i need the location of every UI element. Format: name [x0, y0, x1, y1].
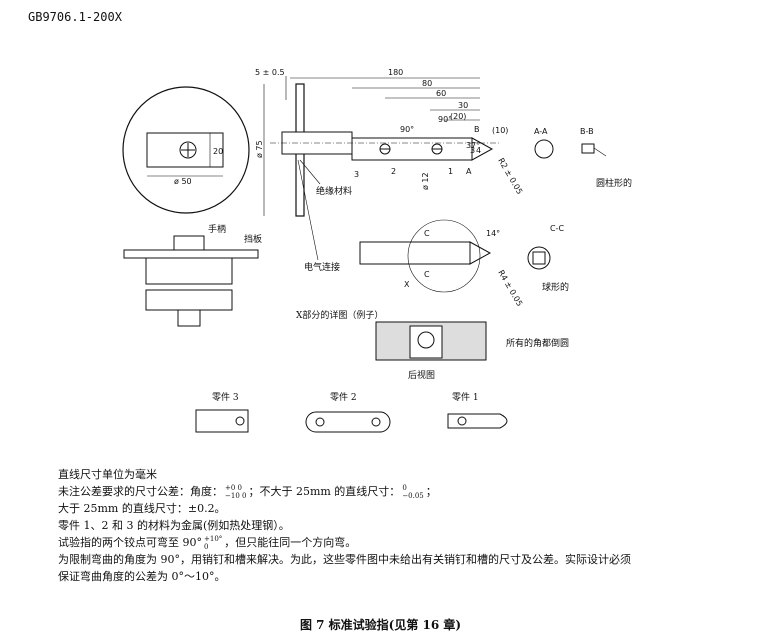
- radius-2: R2 ± 0.05: [496, 157, 524, 196]
- part-num-1: 1: [448, 167, 453, 176]
- label-cylindrical: 圆柱形的: [596, 177, 632, 189]
- label-all-edges: 所有的角都倒圆: [506, 337, 569, 349]
- dim-180: 180: [388, 68, 403, 77]
- label-insulating: 绝缘材料: [316, 185, 352, 197]
- dim-80: 80: [422, 79, 432, 88]
- label-part1: 零件 1: [452, 391, 479, 403]
- label-guard: 挡板: [244, 233, 262, 245]
- dim-phi12: ø 12: [421, 172, 430, 190]
- label-spherical: 球形的: [542, 281, 569, 293]
- label-electrical: 电气连接: [304, 261, 340, 273]
- technical-drawing: ø 50 20 5 ± 0.5 180 80 60 30 (20) (10) 9…: [122, 68, 632, 433]
- tip-detail: C C X 14° 37° R4 ± 0.05 电气连接: [297, 141, 524, 308]
- note-material: 零件 1、2 和 3 的材料为金属(例如热处理钢）。: [58, 519, 290, 532]
- part-num-3: 3: [354, 170, 359, 179]
- dim-60: 60: [436, 89, 446, 98]
- sections: A-A B-B 圆柱形的 C-C 球形的: [527, 127, 632, 293]
- label-detail-x: X部分的详图（例子）: [296, 309, 383, 321]
- notes: 直线尺寸单位为毫米 未注公差要求的尺寸公差：角度：+0 0−10 0；不大于 2…: [58, 466, 718, 585]
- label-handle: 手柄: [208, 223, 226, 235]
- dim-phi50: ø 50: [174, 177, 192, 186]
- section-aa: A-A: [534, 127, 548, 136]
- dim-4: 4: [476, 146, 481, 155]
- note-limit-bend-cont: 保证弯曲角度的公差为 0°～10°。: [58, 570, 226, 583]
- parts-row: 零件 3 零件 2 零件 1: [195, 391, 508, 433]
- mark-a: A: [466, 167, 472, 176]
- label-part3: 零件 3: [212, 391, 239, 403]
- dim-10-paren: (10): [492, 126, 508, 135]
- angle-90-b: 90°: [438, 115, 452, 124]
- note-linear-over-25: 大于 25mm 的直线尺寸：±0.2。: [58, 502, 226, 515]
- note-limit-bend: 为限制弯曲的角度为 90°，用销钉和槽来解决。为此，这些零件图中未给出有关销钉和…: [58, 553, 631, 566]
- note-tolerance: 未注公差要求的尺寸公差：角度：+0 0−10 0；不大于 25mm 的直线尺寸：…: [58, 484, 437, 500]
- section-cc: C-C: [550, 224, 564, 233]
- figure-caption: 图 7 标准试验指(见第 16 章): [299, 618, 462, 632]
- detail-x: X部分的详图（例子） 后视图 所有的角都倒圆: [296, 309, 569, 381]
- angle-90-a: 90°: [400, 125, 414, 134]
- note-units: 直线尺寸单位为毫米: [58, 468, 157, 481]
- angle-37: 37°: [466, 141, 480, 150]
- label-part2: 零件 2: [330, 391, 357, 403]
- dim-20: 20: [213, 147, 223, 156]
- mark-x: X: [404, 280, 410, 289]
- mark-c-top: C: [424, 229, 430, 238]
- document-code: GB9706.1-200X: [28, 10, 122, 24]
- label-rear-view: 后视图: [408, 369, 435, 381]
- dim-thickness: 5 ± 0.5: [255, 68, 285, 77]
- dim-3: 3: [470, 146, 475, 155]
- front-view: ø 50 20: [122, 86, 250, 214]
- dim-phi75: ø 75: [255, 140, 264, 158]
- mark-b: B: [474, 125, 480, 134]
- angle-14: 14°: [486, 229, 500, 238]
- dim-30: 30: [458, 101, 468, 110]
- mark-c-bottom: C: [424, 270, 430, 279]
- section-bb: B-B: [580, 127, 594, 136]
- radius-4: R4 ± 0.05: [496, 269, 524, 308]
- part-num-2: 2: [391, 167, 396, 176]
- top-view: 手柄 挡板: [123, 223, 262, 327]
- side-view: 5 ± 0.5 180 80 60 30 (20) (10) 90° 90° ø…: [255, 68, 524, 217]
- note-bend: 试验指的两个铰点可弯至 90°+10°0，但只能往同一个方向弯。: [58, 535, 357, 551]
- dim-20-paren: (20): [450, 112, 466, 121]
